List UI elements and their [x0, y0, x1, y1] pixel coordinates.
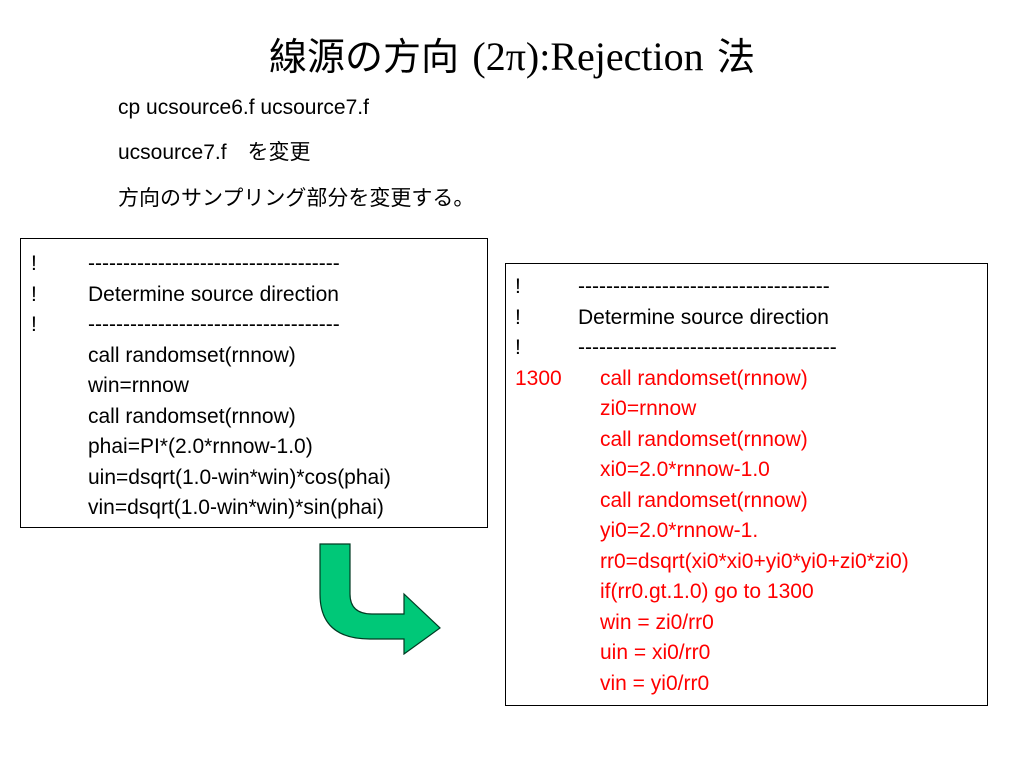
- code-line-changed: yi0=2.0*rnnow-1.: [506, 516, 987, 547]
- code-line-text: rr0=dsqrt(xi0*xi0+yi0*yi0+zi0*zi0): [600, 549, 909, 573]
- code-line: ! Determine source direction: [21, 280, 487, 311]
- code-line-changed: vin = yi0/rr0: [506, 669, 987, 700]
- code-line-text: vin = yi0/rr0: [600, 671, 710, 695]
- code-line-text: uin = xi0/rr0: [600, 641, 711, 664]
- title-japanese: 線源の方向: [269, 35, 460, 79]
- page-title: 線源の方向 (2π):Rejection 法: [0, 28, 1024, 85]
- code-line-changed: 1300 call randomset(rnnow): [506, 364, 987, 395]
- code-line-text: uin=dsqrt(1.0-win*win)*cos(phai): [88, 465, 391, 489]
- code-line-changed: win = zi0/rr0: [506, 608, 987, 639]
- original-code-box: ! ------------------------------------ !…: [20, 238, 488, 528]
- code-line-mark: !: [515, 305, 521, 329]
- code-line-text: phai=PI*(2.0*rnnow-1.0): [88, 435, 313, 458]
- code-line: call randomset(rnnow): [21, 402, 487, 433]
- code-line-text: win=rnnow: [88, 374, 189, 397]
- code-line-mark: !: [515, 336, 521, 359]
- code-line-changed: xi0=2.0*rnnow-1.0: [506, 455, 987, 486]
- code-line: vin=dsqrt(1.0-win*win)*sin(phai): [21, 493, 487, 524]
- code-line-text: zi0=rnnow: [600, 397, 697, 420]
- code-line-text: xi0=2.0*rnnow-1.0: [600, 458, 770, 481]
- code-line: ! ------------------------------------: [21, 249, 487, 280]
- code-line-changed: call randomset(rnnow): [506, 486, 987, 517]
- code-line-text: ------------------------------------: [578, 275, 830, 298]
- code-line: win=rnnow: [21, 371, 487, 402]
- code-line-text: call randomset(rnnow): [88, 343, 296, 367]
- code-line-text: call randomset(rnnow): [600, 427, 808, 451]
- intro-line-modify-file: ucsource7.f を変更: [118, 141, 311, 164]
- modified-code-box: ! ------------------------------------ !…: [505, 263, 988, 706]
- intro-line-copy-command: cp ucsource6.f ucsource7.f: [118, 96, 369, 119]
- code-line-text: call randomset(rnnow): [600, 488, 808, 512]
- code-line-text: Determine source direction: [578, 305, 829, 329]
- code-line: ! Determine source direction: [506, 303, 987, 334]
- code-line-text: ------------------------------------: [88, 313, 340, 336]
- code-line-changed: zi0=rnnow: [506, 394, 987, 425]
- code-line-changed: rr0=dsqrt(xi0*xi0+yi0*yi0+zi0*zi0): [506, 547, 987, 578]
- code-line-mark: !: [31, 252, 37, 275]
- code-line-text: call randomset(rnnow): [600, 366, 808, 390]
- code-line-text: Determine source direction: [88, 282, 339, 306]
- code-line-text: ------------------------------------: [88, 252, 340, 275]
- code-line: phai=PI*(2.0*rnnow-1.0): [21, 432, 487, 463]
- code-line-label: 1300: [515, 366, 562, 390]
- code-line-text: yi0=2.0*rnnow-1.: [600, 519, 759, 542]
- code-line-text: call randomset(rnnow): [88, 404, 296, 428]
- code-line: uin=dsqrt(1.0-win*win)*cos(phai): [21, 463, 487, 494]
- code-line-text: -------------------------------------: [578, 336, 837, 359]
- code-line: call randomset(rnnow): [21, 341, 487, 372]
- code-line-changed: if(rr0.gt.1.0) go to 1300: [506, 577, 987, 608]
- title-english: (2π):Rejection: [472, 34, 704, 79]
- intro-line-modify-sampling: 方向のサンプリング部分を変更する。: [118, 187, 475, 210]
- title-suffix: 法: [716, 35, 755, 79]
- code-line-text: vin=dsqrt(1.0-win*win)*sin(phai): [88, 496, 384, 519]
- code-line: ! -------------------------------------: [506, 333, 987, 364]
- code-line-text: win = zi0/rr0: [600, 610, 714, 634]
- code-line: ! ------------------------------------: [506, 272, 987, 303]
- code-line-changed: uin = xi0/rr0: [506, 638, 987, 669]
- code-line: ! ------------------------------------: [21, 310, 487, 341]
- curved-arrow-down-right-icon: [319, 543, 441, 655]
- code-line-changed: call randomset(rnnow): [506, 425, 987, 456]
- code-line-mark: !: [31, 282, 37, 306]
- code-line-mark: !: [31, 313, 37, 336]
- code-line-text: if(rr0.gt.1.0) go to 1300: [600, 580, 814, 603]
- code-line-mark: !: [515, 275, 521, 298]
